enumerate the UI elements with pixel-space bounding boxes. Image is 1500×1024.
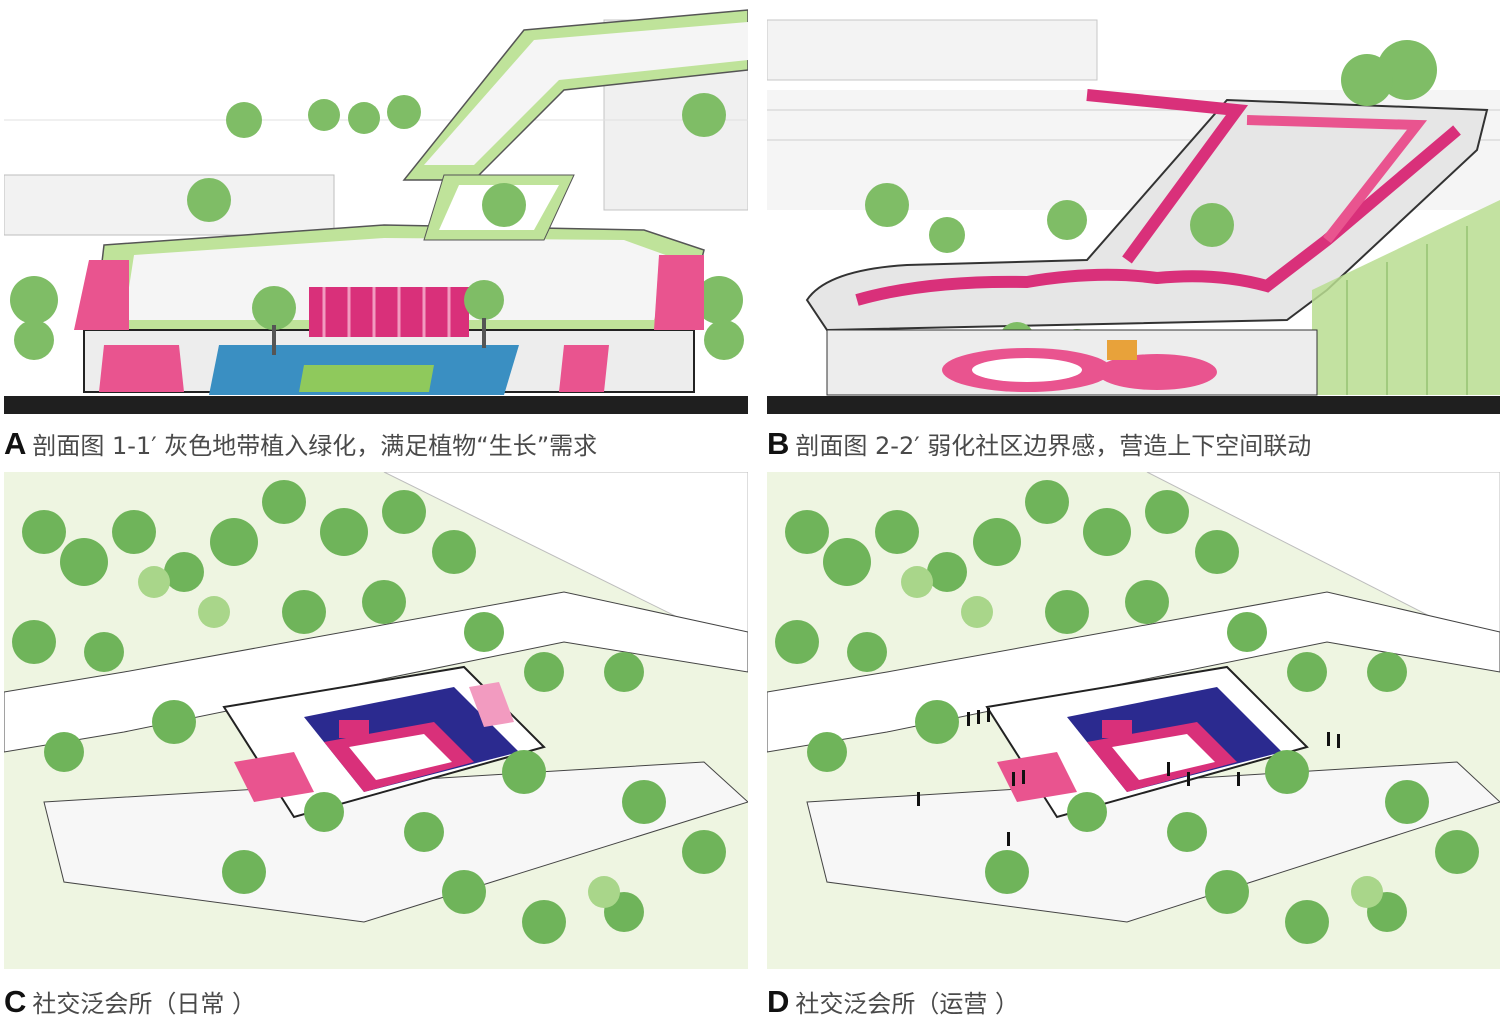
clubhouse-daily-drawing [4, 472, 748, 969]
caption-text-d: 社交泛会所（运营 ） [795, 990, 1020, 1018]
panel-d-illustration [767, 472, 1500, 969]
section-2-2-drawing [767, 0, 1500, 414]
panel-c-illustration [4, 472, 748, 969]
caption-text-b: 剖面图 2-2′ 弱化社区边界感，营造上下空间联动 [795, 432, 1312, 460]
section-1-1-drawing [4, 0, 748, 414]
panel-letter-c: C [4, 984, 27, 1019]
panel-a-illustration [4, 0, 748, 414]
caption-text-c: 社交泛会所（日常 ） [32, 990, 257, 1018]
panel-letter-b: B [767, 426, 790, 461]
panel-letter-a: A [4, 426, 27, 461]
panel-letter-d: D [767, 984, 790, 1019]
clubhouse-operating-drawing [767, 472, 1500, 969]
panel-b-illustration [767, 0, 1500, 414]
caption-text-a: 剖面图 1-1′ 灰色地带植入绿化，满足植物“生长”需求 [32, 432, 598, 460]
